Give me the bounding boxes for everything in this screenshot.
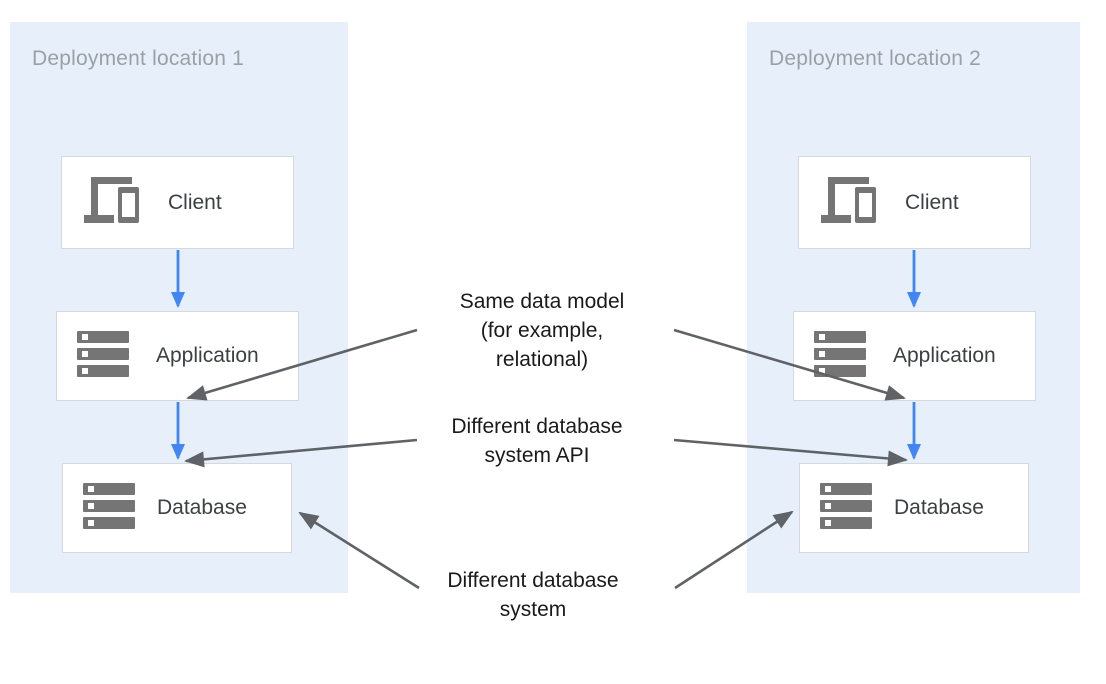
node-label: Client — [905, 190, 959, 214]
node-label: Database — [894, 496, 984, 519]
client-node: Client — [61, 156, 294, 249]
database-node: Database — [799, 463, 1029, 553]
annotation-different-db-api: Different database system API — [451, 415, 623, 467]
panel-title: Deployment location 2 — [769, 47, 981, 70]
deployment-location-2-panel: Deployment location 2 Client — [747, 22, 1080, 593]
panel-title: Deployment location 1 — [32, 47, 244, 70]
database-node: Database — [62, 463, 292, 553]
annotation-same-data-model: Same data model (for example, relational… — [459, 290, 625, 371]
annotation-different-db-system: Different database system — [447, 569, 619, 621]
deployment-location-1-panel: Deployment location 1 Client — [10, 22, 348, 593]
devices-icon — [821, 177, 879, 228]
server-stack-icon — [77, 330, 129, 382]
node-label: Application — [893, 344, 996, 367]
server-stack-icon — [83, 482, 135, 534]
application-node: Application — [793, 311, 1036, 401]
client-node: Client — [798, 156, 1031, 249]
node-label: Application — [156, 344, 259, 367]
node-label: Client — [168, 190, 222, 214]
application-node: Application — [56, 311, 299, 401]
devices-icon — [84, 177, 142, 228]
node-label: Database — [157, 496, 247, 519]
server-stack-icon — [820, 482, 872, 534]
server-stack-icon — [814, 330, 866, 382]
